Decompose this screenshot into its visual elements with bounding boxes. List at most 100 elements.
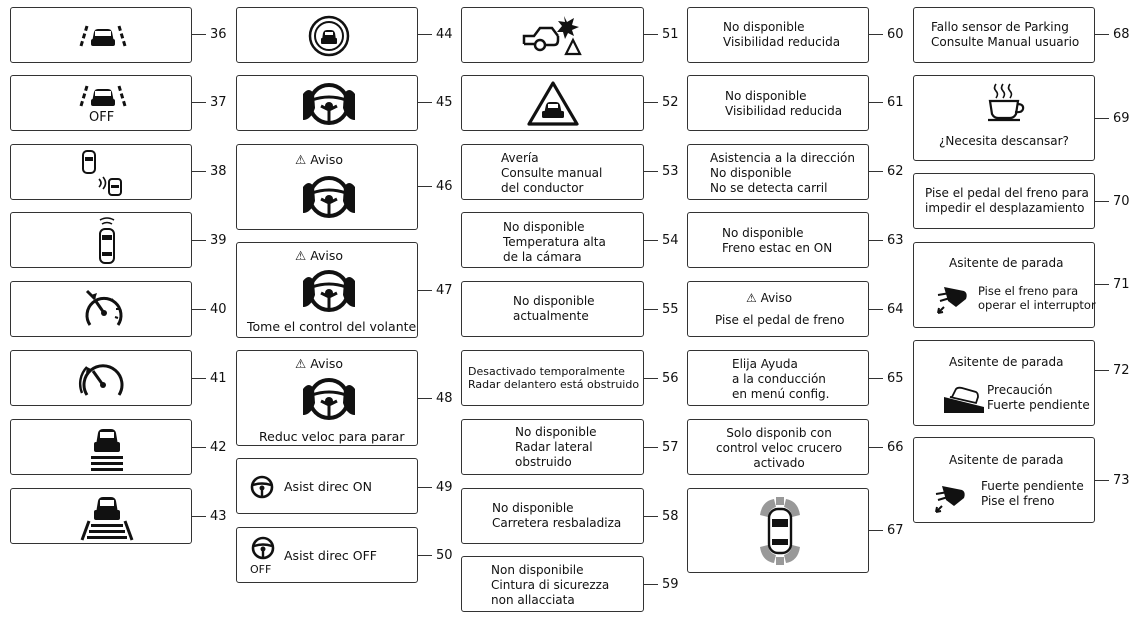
callout-63: 63: [887, 233, 904, 248]
callout-64: 64: [887, 302, 904, 317]
indicator-box-40: [10, 281, 192, 337]
message-text: Desactivado temporalmente Radar delanter…: [468, 365, 640, 391]
callout-69: 69: [1113, 111, 1130, 126]
slope-car-icon: [942, 385, 986, 415]
indicator-box-67: [687, 488, 869, 573]
warning-triangle-icon: ⚠: [295, 152, 311, 167]
car-wide-lane-icon: [79, 493, 135, 541]
callout-56: 56: [662, 371, 679, 386]
message-text: No disponible Freno estac en ON: [722, 226, 833, 255]
indicator-box-45: [236, 75, 418, 131]
speedometer-icon: [73, 357, 131, 403]
leader-line: [192, 102, 206, 103]
indicator-box-41: [10, 350, 192, 406]
leader-line: [869, 171, 883, 172]
callout-72: 72: [1113, 363, 1130, 378]
hands-wheel-icon: [299, 80, 359, 128]
leader-line: [192, 34, 206, 35]
warning-triangle-car-icon: [526, 80, 580, 128]
car-lane-icon: [87, 425, 127, 471]
message-text: Pise el pedal de freno: [715, 313, 845, 327]
message-text: ¿Necesita descansar?: [939, 134, 1069, 148]
indicator-box-37: OFF: [10, 75, 192, 131]
indicator-box-63: No disponible Freno estac en ON: [687, 212, 869, 268]
message-text: Reduc veloc para parar: [259, 429, 405, 444]
callout-57: 57: [662, 440, 679, 455]
indicator-box-59: Non disponibile Cintura di sicurezza non…: [461, 556, 644, 612]
leader-line: [192, 240, 206, 241]
steering-wheel-icon: [250, 475, 274, 499]
panel-title: Asitente de parada: [949, 256, 1064, 270]
steering-wheel-icon: [251, 536, 275, 560]
callout-41: 41: [210, 371, 227, 386]
coffee-cup-icon: [986, 82, 1028, 122]
callout-65: 65: [887, 371, 904, 386]
message-text: Avería Consulte manual del conductor: [501, 151, 603, 195]
indicator-box-43: [10, 488, 192, 544]
message-text: No disponible actualmente: [513, 294, 595, 323]
callout-58: 58: [662, 509, 679, 524]
leader-line: [1095, 34, 1109, 35]
leader-line: [644, 171, 658, 172]
hands-wheel-icon: [299, 173, 359, 221]
indicator-box-50: OFF Asist direc OFF: [236, 527, 418, 583]
callout-54: 54: [662, 233, 679, 248]
leader-line: [644, 34, 658, 35]
collision-warning-icon: [520, 12, 586, 58]
indicator-box-65: Elija Ayuda a la conducción en menú conf…: [687, 350, 869, 406]
leader-line: [192, 516, 206, 517]
leader-line: [1095, 201, 1109, 202]
message-text: Elija Ayuda a la conducción en menú conf…: [732, 357, 830, 401]
leader-line: [869, 102, 883, 103]
leader-line: [644, 447, 658, 448]
blind-spot-icon: [79, 149, 129, 197]
callout-36: 36: [210, 27, 227, 42]
indicator-box-56: Desactivado temporalmente Radar delanter…: [461, 350, 644, 406]
message-text: No disponible Radar lateral obstruido: [515, 425, 597, 469]
message-text: No disponible Carretera resbaladiza: [492, 501, 622, 530]
leader-line: [869, 34, 883, 35]
leader-line: [869, 530, 883, 531]
message-text: Non disponibile Cintura di sicurezza non…: [491, 563, 610, 607]
callout-44: 44: [436, 27, 453, 42]
leader-line: [1095, 480, 1109, 481]
callout-61: 61: [887, 95, 904, 110]
indicator-box-72: Asitente de parada Precaución Fuerte pen…: [913, 340, 1095, 426]
callout-52: 52: [662, 95, 679, 110]
off-label: OFF: [89, 110, 115, 125]
callout-48: 48: [436, 391, 453, 406]
callout-53: 53: [662, 164, 679, 179]
indicator-box-54: No disponible Temperatura alta de la cám…: [461, 212, 644, 268]
leader-line: [644, 378, 658, 379]
leader-line: [1095, 118, 1109, 119]
message-text: No disponible Temperatura alta de la cám…: [503, 220, 606, 264]
leader-line: [869, 447, 883, 448]
indicator-box-66: Solo disponib con control veloc crucero …: [687, 419, 869, 475]
indicator-box-36: [10, 7, 192, 63]
hands-wheel-icon: [299, 375, 359, 423]
leader-line: [418, 487, 432, 488]
message-text: Precaución Fuerte pendiente: [987, 383, 1090, 412]
indicator-box-64: ⚠ Aviso Pise el pedal de freno: [687, 281, 869, 337]
callout-67: 67: [887, 523, 904, 538]
message-text: Fuerte pendiente Pise el freno: [981, 479, 1084, 508]
callout-49: 49: [436, 480, 453, 495]
indicator-box-47: ⚠ Aviso Tome el control del volante: [236, 242, 418, 338]
leader-line: [418, 290, 432, 291]
lane-car-off-icon: [73, 80, 133, 110]
leader-line: [869, 240, 883, 241]
message-text: Fallo sensor de Parking Consulte Manual …: [931, 20, 1080, 49]
message-text: No disponible Visibilidad reducida: [723, 20, 841, 49]
leader-line: [418, 398, 432, 399]
speed-limiter-icon: [81, 287, 127, 333]
indicator-box-57: No disponible Radar lateral obstruido: [461, 419, 644, 475]
indicator-box-70: Pise el pedal del freno para impedir el …: [913, 173, 1095, 229]
leader-line: [1095, 284, 1109, 285]
indicator-box-69: ¿Necesita descansar?: [913, 75, 1095, 161]
warning-header: ⚠ Aviso: [295, 152, 344, 167]
warning-header: ⚠ Aviso: [295, 248, 344, 263]
warning-triangle-icon: ⚠: [295, 356, 311, 371]
indicator-box-58: No disponible Carretera resbaladiza: [461, 488, 644, 544]
callout-46: 46: [436, 179, 453, 194]
leader-line: [192, 171, 206, 172]
